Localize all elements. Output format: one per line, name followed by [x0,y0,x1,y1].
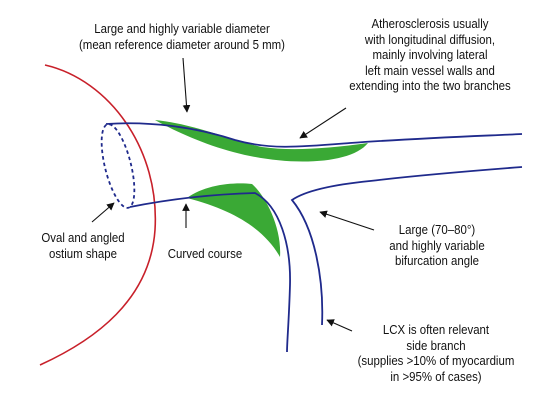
lcx-label-line3: (supplies >10% of myocardium [357,353,515,368]
atherosclerosis-label-line5: extending into the two branches [349,78,511,93]
lcx-label-line1: LCX is often relevant [382,322,490,337]
lcx-arrow [326,319,353,332]
atherosclerosis-label: Atherosclerosis usually with longitudina… [331,16,528,94]
diameter-arrow [182,57,191,113]
atherosclerosis-label-line3: mainly involving lateral [372,47,488,62]
atherosclerosis-label-line1: Atherosclerosis usually [371,16,489,31]
bifurcation-label: Large (70–80°) and highly variable bifur… [371,222,503,269]
curved-course-label: Curved course [148,246,262,262]
diameter-label: Large and highly variable diameter (mean… [50,21,314,52]
bifurcation-label-line3: bifurcation angle [395,253,479,268]
lcx-label-line2: side branch [406,337,466,353]
lcx-label-line4: in >95% of cases) [390,368,482,384]
vessel-lower-wall-lcx-inner [129,192,291,353]
vessel-upper-wall [105,122,523,148]
ostium-label: Oval and angled ostium shape [17,230,149,261]
lower-plaque [187,183,281,257]
ostium-label-line2: ostium shape [48,245,118,261]
ostium-arrow [91,202,115,223]
atherosclerosis-arrow [299,107,347,139]
diameter-label-line2: (mean reference diameter around 5 mm) [78,36,286,52]
diameter-label-line1: Large and highly variable diameter [94,21,270,36]
aorta-wall [39,64,157,366]
atherosclerosis-label-line2: with longitudinal diffusion, [364,31,496,47]
lcx-label: LCX is often relevant side branch (suppl… [348,322,524,384]
ostium-dashed-ellipse [100,123,136,209]
bifurcation-label-line1: Large (70–80°) [398,222,476,237]
atherosclerosis-label-line4: left main vessel walls and [365,62,495,78]
lad-lower-wall-lcx-outer [290,166,523,326]
bifurcation-label-line2: and highly variable [389,237,485,253]
upper-plaque [155,120,368,162]
ostium-label-line1: Oval and angled [41,230,125,245]
curved-course-label-line1: Curved course [167,246,243,261]
bifurcation-arrow [319,210,375,231]
